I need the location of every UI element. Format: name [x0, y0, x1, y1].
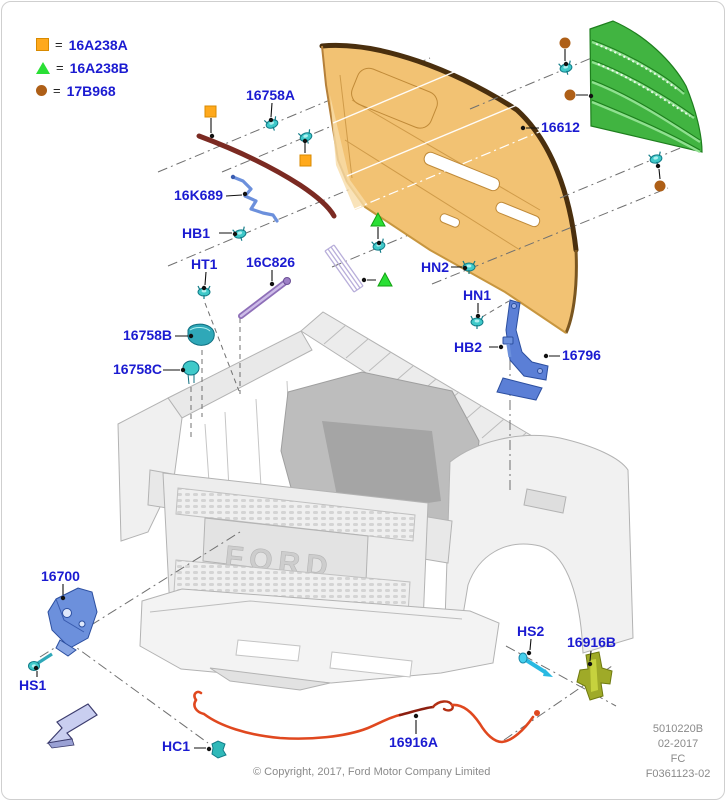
- hood-slot-1: [423, 151, 501, 192]
- bumper-stop-16758C: [182, 360, 200, 385]
- doc-date: 02-2017: [657, 738, 699, 750]
- copyright-notice: © Copyright, 2017, Ford Motor Company Li…: [253, 766, 491, 778]
- bumper-fog-slot-right: [329, 651, 413, 678]
- hood-inner-recess: [351, 67, 438, 129]
- legend-equals: =: [53, 83, 61, 98]
- part-label-16612[interactable]: 16612: [541, 119, 580, 135]
- symbol-square-clip: [299, 154, 312, 167]
- assembly-axis-lines: [39, 57, 617, 744]
- cowl-seal-strip: [324, 244, 364, 293]
- right-fender: [443, 435, 634, 654]
- figure-id: F0361123-02: [645, 768, 711, 780]
- hood-highlight-streaks: [332, 55, 549, 177]
- part-label-16700[interactable]: 16700: [41, 568, 80, 584]
- hood-outer: [321, 44, 577, 334]
- part-label-HC1[interactable]: HC1: [162, 738, 191, 754]
- symbol-triangle-2: [377, 271, 393, 287]
- cable-clip-HC1: [211, 740, 227, 759]
- hood-panel-16612: [319, 42, 579, 334]
- part-label-16916B[interactable]: 16916B: [567, 634, 617, 650]
- symbol-circle-2: [564, 89, 576, 101]
- legend-code-17B968[interactable]: 17B968: [66, 82, 116, 99]
- bolt-HS2: [518, 652, 553, 677]
- part-label-HT1[interactable]: HT1: [191, 256, 218, 272]
- vent-slat-lines: [591, 39, 701, 151]
- part-label-HS2[interactable]: HS2: [517, 623, 545, 639]
- grille-mesh-top: [175, 487, 416, 542]
- part-label-HS1[interactable]: HS1: [19, 677, 47, 693]
- symbol-circle-3: [654, 180, 666, 192]
- wheel-well-shadow: [322, 421, 441, 516]
- leader-lines: [36, 49, 661, 749]
- leader-dots: [33, 61, 661, 752]
- legend: = 16A238A = 16A238B = 17B968: [36, 33, 129, 102]
- doc-number: 5010220B: [652, 723, 704, 735]
- front-direction-arrow: [46, 703, 98, 749]
- release-cable-16916A: [193, 690, 540, 744]
- hood-seal-weatherstrip: [196, 133, 337, 219]
- mount-dashed-lines: [190, 300, 510, 437]
- hood-front-highlight: [330, 95, 368, 210]
- bumper-step-line: [149, 600, 463, 620]
- bumper-fog-slot-left: [235, 639, 301, 662]
- hood-inner-ribs: [339, 74, 541, 251]
- hood-latch-16700: [47, 587, 98, 657]
- symbol-triangle-1: [370, 211, 386, 227]
- part-label-16796[interactable]: 16796: [562, 347, 601, 363]
- symbol-circle-1: [559, 37, 571, 49]
- part-label-16758C[interactable]: 16758C: [113, 361, 163, 377]
- part-label-16758A[interactable]: 16758A: [246, 87, 296, 103]
- fender-vent-detail: [523, 488, 567, 514]
- hood-prop-rod-16K689: [230, 174, 279, 223]
- legend-row-circle: = 17B968: [36, 79, 129, 102]
- part-label-HB2[interactable]: HB2: [454, 339, 483, 355]
- part-label-HN1[interactable]: HN1: [463, 287, 492, 303]
- lower-valance: [209, 667, 331, 691]
- legend-equals: =: [55, 37, 63, 52]
- part-label-HB1[interactable]: HB1: [182, 225, 211, 241]
- hood-right-edge: [564, 249, 578, 334]
- doc-code: FC: [670, 753, 686, 765]
- legend-equals: =: [56, 60, 64, 75]
- green-triangle-icon: [36, 61, 50, 74]
- latch-handle-16916B: [576, 651, 613, 701]
- brown-circle-icon: [36, 85, 47, 96]
- hood-hinge-16796: [496, 299, 549, 401]
- legend-code-16A238A[interactable]: 16A238A: [68, 36, 128, 53]
- clip-under-square: [297, 128, 315, 147]
- hood-vent-panel: [589, 20, 703, 154]
- legend-code-16A238B[interactable]: 16A238B: [69, 59, 129, 76]
- hood-top-edge: [319, 42, 579, 253]
- legend-row-square: = 16A238A: [36, 33, 129, 56]
- legend-row-triangle: = 16A238B: [36, 56, 129, 79]
- part-label-16K689[interactable]: 16K689: [174, 187, 224, 203]
- figure-info-block: 5010220B 02-2017 FC F0361123-02: [626, 722, 726, 782]
- part-label-16916A[interactable]: 16916A: [389, 734, 439, 750]
- part-label-16C826[interactable]: 16C826: [246, 254, 296, 270]
- vent-tick-marks: [595, 43, 691, 117]
- orange-square-icon: [36, 38, 49, 51]
- bolt-HB2: [502, 336, 514, 358]
- strut-16C826: [238, 277, 291, 319]
- front-bumper: [139, 588, 500, 684]
- part-label-HN2[interactable]: HN2: [421, 259, 450, 275]
- part-label-16758B[interactable]: 16758B: [123, 327, 173, 343]
- hood-slot-2: [495, 201, 541, 228]
- hood-slot-3: [439, 213, 461, 228]
- symbol-square-seal: [204, 105, 217, 118]
- bumper-stop-16758B: [187, 323, 215, 346]
- hood-center-axis: [351, 121, 564, 211]
